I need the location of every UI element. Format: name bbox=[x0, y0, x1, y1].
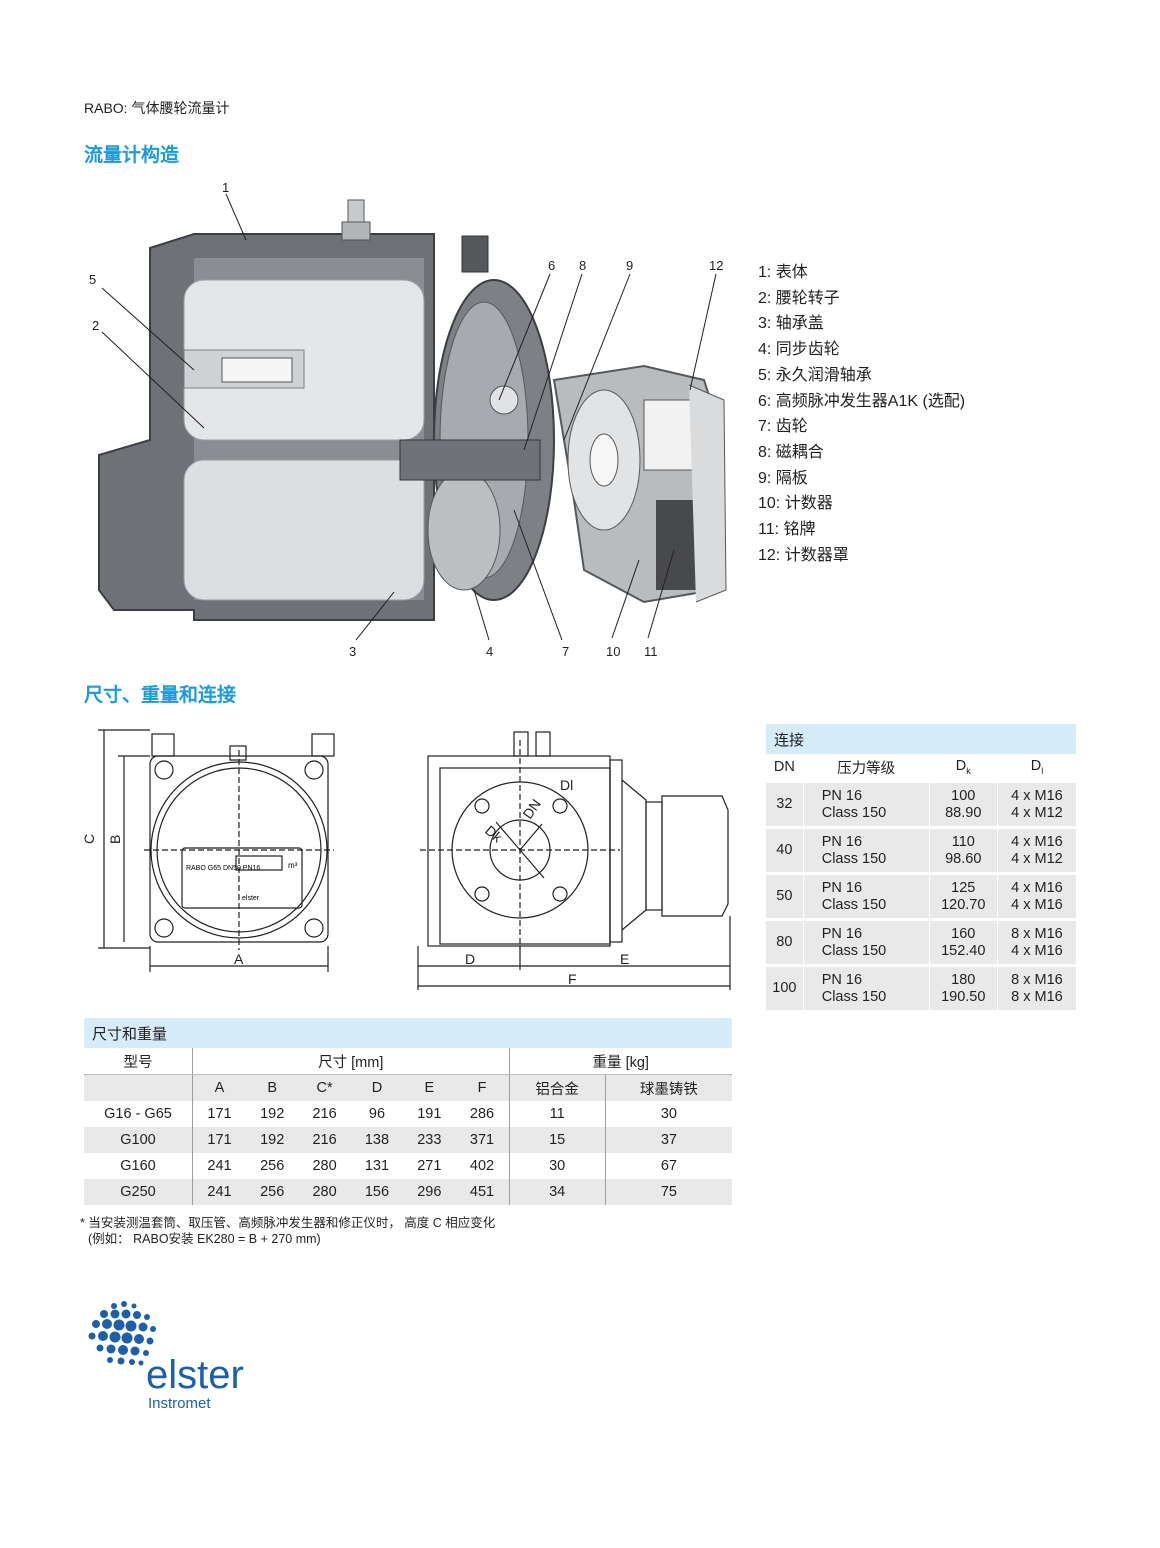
dim-label-c: C bbox=[84, 834, 97, 844]
col-header-f: F bbox=[455, 1074, 510, 1101]
col-header-a: A bbox=[192, 1074, 246, 1101]
col-header-dl: Dl bbox=[996, 754, 1076, 782]
col-header-dk: Dk bbox=[928, 754, 998, 782]
connections-caption: 连接 bbox=[766, 724, 1076, 754]
dim-label-a: A bbox=[234, 951, 244, 967]
callout-12: 12 bbox=[709, 258, 723, 273]
logo-wordmark: elster bbox=[146, 1353, 244, 1397]
col-header-model: 型号 bbox=[84, 1048, 193, 1075]
callout-6: 6 bbox=[548, 258, 555, 273]
dim-label-b: B bbox=[107, 835, 123, 844]
callout-10: 10 bbox=[606, 644, 620, 659]
callout-9: 9 bbox=[626, 258, 633, 273]
section-heading-structure: 流量计构造 bbox=[84, 145, 180, 166]
legend-item: 4: 同步齿轮 bbox=[758, 341, 840, 359]
callout-8: 8 bbox=[579, 258, 586, 273]
unit-label: m³ bbox=[288, 861, 298, 870]
document-title: RABO: 气体腰轮流量计 bbox=[84, 100, 230, 116]
table-row: G160 241 256 280 131 271 402 30 67 bbox=[84, 1153, 732, 1179]
legend-item: 8: 磁耦合 bbox=[758, 443, 824, 461]
nameplate-text: RABO G65 DN50 PN16 bbox=[186, 865, 260, 872]
col-header-ductile-iron: 球墨铸铁 bbox=[605, 1074, 732, 1101]
callout-11: 11 bbox=[644, 644, 658, 659]
legend-item: 11: 铭牌 bbox=[758, 521, 816, 539]
legend-item: 12: 计数器罩 bbox=[758, 546, 849, 564]
col-header-d: D bbox=[350, 1074, 404, 1101]
nameplate-brand: elster bbox=[242, 895, 260, 902]
col-header-pressure: 压力等级 bbox=[802, 754, 930, 782]
col-header-aluminium: 铝合金 bbox=[509, 1074, 606, 1101]
dim-label-e: E bbox=[620, 951, 629, 967]
callout-5: 5 bbox=[89, 272, 96, 287]
dim-label-d: D bbox=[465, 951, 475, 967]
legend-item: 3: 轴承盖 bbox=[758, 315, 824, 333]
dim-label-dn: DN bbox=[519, 796, 544, 822]
legend-item: 9: 隔板 bbox=[758, 469, 808, 487]
callout-2: 2 bbox=[92, 318, 99, 333]
footnote: * 当安装测温套筒、取压管、高频脉冲发生器和修正仪时， 高度 C 相应变化 (例… bbox=[80, 1215, 495, 1247]
callout-4: 4 bbox=[486, 644, 493, 659]
parts-legend: 1: 表体 2: 腰轮转子 3: 轴承盖 4: 同步齿轮 5: 永久润滑轴承 6… bbox=[758, 260, 965, 568]
footnote-line-2: (例如： RABO安装 EK280 = B + 270 mm) bbox=[88, 1232, 321, 1246]
legend-item: 2: 腰轮转子 bbox=[758, 289, 840, 307]
side-view-drawing: D E F Dk DN Dl bbox=[417, 731, 731, 990]
section-heading-dimensions: 尺寸、重量和连接 bbox=[84, 685, 237, 706]
front-view-drawing: C B A RABO G65 DN50 PN16 m³ elster bbox=[84, 729, 335, 972]
dim-label-f: F bbox=[568, 971, 577, 987]
callout-7: 7 bbox=[562, 644, 569, 659]
legend-item: 7: 齿轮 bbox=[758, 418, 808, 436]
col-header-weight: 重量 [kg] bbox=[509, 1048, 732, 1075]
dimensions-weight-table: 尺寸和重量 型号 尺寸 [mm] 重量 [kg] A B C* D E F 铝合… bbox=[84, 1018, 732, 1205]
legend-item: 1: 表体 bbox=[758, 264, 808, 281]
col-header-dimensions: 尺寸 [mm] bbox=[192, 1048, 510, 1075]
meter-cutaway-illustration: 1 2 3 4 5 6 7 8 9 10 11 12 bbox=[89, 180, 727, 659]
table-row: G16 - G65 171 192 216 96 191 286 11 30 bbox=[84, 1101, 732, 1127]
logo-subtitle: Instromet bbox=[148, 1395, 211, 1412]
col-header-e: E bbox=[403, 1074, 456, 1101]
col-header-c: C* bbox=[298, 1074, 351, 1101]
legend-item: 5: 永久润滑轴承 bbox=[758, 366, 872, 384]
elster-instromet-logo: elster Instromet bbox=[88, 1301, 244, 1412]
callout-3: 3 bbox=[349, 644, 356, 659]
legend-item: 6: 高频脉冲发生器A1K (选配) bbox=[758, 392, 966, 410]
col-header-dn: DN bbox=[773, 759, 795, 775]
legend-item: 10: 计数器 bbox=[758, 495, 833, 513]
footnote-line-1: * 当安装测温套筒、取压管、高频脉冲发生器和修正仪时， 高度 C 相应变化 bbox=[80, 1216, 496, 1230]
dim-label-dl: Dl bbox=[560, 777, 573, 793]
col-header-b: B bbox=[245, 1074, 299, 1101]
table-row: G250 241 256 280 156 296 451 34 75 bbox=[84, 1179, 732, 1205]
dimensions-caption: 尺寸和重量 bbox=[84, 1018, 732, 1048]
callout-1: 1 bbox=[222, 180, 229, 195]
table-row: G100 171 192 216 138 233 371 15 37 bbox=[84, 1127, 732, 1153]
